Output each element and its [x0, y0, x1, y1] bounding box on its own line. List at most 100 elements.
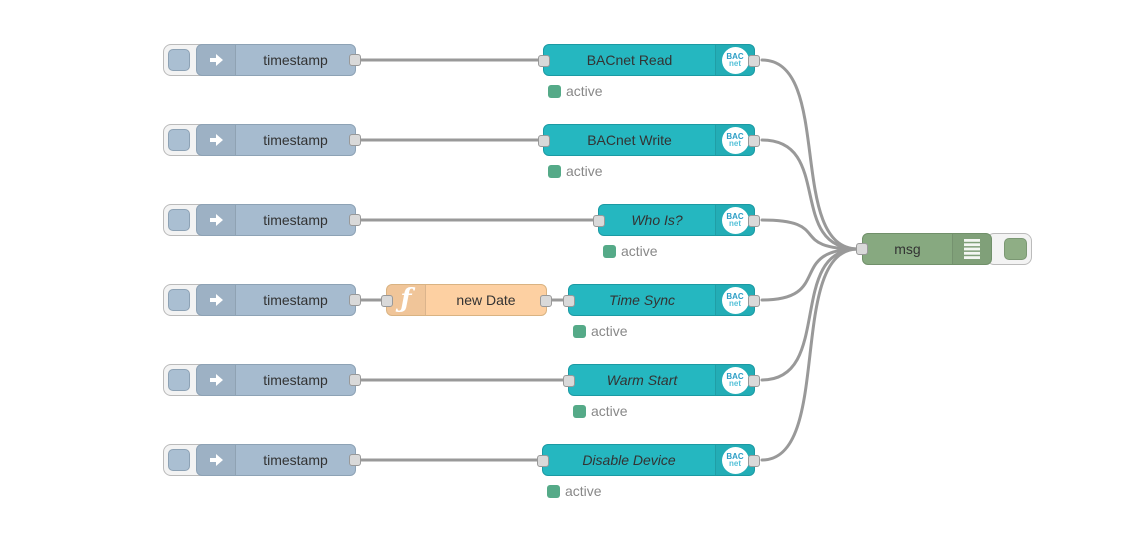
output-port[interactable] [748, 455, 760, 467]
input-port[interactable] [538, 135, 550, 147]
inject-node-label: timestamp [263, 452, 328, 468]
output-port[interactable] [349, 294, 361, 306]
bacnet-node-label: BACnet Read [586, 52, 673, 68]
inject-arrow-icon [197, 125, 236, 155]
debug-node-body[interactable]: msg [862, 233, 992, 265]
input-port[interactable] [381, 295, 393, 307]
function-f-icon: ƒ [387, 285, 426, 315]
inject-button[interactable] [168, 449, 190, 471]
output-port[interactable] [349, 454, 361, 466]
badge-net-text: net [729, 378, 741, 388]
inject-node[interactable]: timestamp [163, 124, 361, 156]
inject-arrow-icon [197, 285, 236, 315]
inject-node[interactable]: timestamp [163, 284, 361, 316]
badge-bac-text: BAC [726, 371, 744, 381]
output-port[interactable] [349, 134, 361, 146]
input-port[interactable] [856, 243, 868, 255]
status-label: active [566, 163, 603, 179]
input-port[interactable] [538, 55, 550, 67]
output-port[interactable] [748, 135, 760, 147]
inject-button[interactable] [168, 369, 190, 391]
status-label: active [591, 323, 628, 339]
inject-node-body[interactable]: timestamp [196, 364, 356, 396]
debug-node[interactable]: msg [856, 233, 1032, 265]
inject-node-body[interactable]: timestamp [196, 284, 356, 316]
input-port[interactable] [563, 375, 575, 387]
node-status: active [573, 323, 628, 339]
status-dot-icon [573, 404, 586, 418]
badge-net-text: net [729, 218, 741, 228]
status-label: active [591, 403, 628, 419]
output-port[interactable] [349, 374, 361, 386]
wire[interactable] [760, 247, 860, 382]
inject-node-label: timestamp [263, 212, 328, 228]
output-port[interactable] [349, 214, 361, 226]
output-port[interactable] [748, 55, 760, 67]
output-port[interactable] [748, 215, 760, 227]
inject-node-label: timestamp [263, 52, 328, 68]
function-node[interactable]: ƒ new Date [381, 284, 552, 316]
inject-button[interactable] [168, 129, 190, 151]
inject-node-body[interactable]: timestamp [196, 124, 356, 156]
wire[interactable] [760, 138, 860, 251]
badge-bac-text: BAC [726, 51, 744, 61]
wire[interactable] [760, 247, 860, 302]
inject-node-body[interactable]: timestamp [196, 204, 356, 236]
node-status: active [548, 163, 603, 179]
bacnet-node-label: Warm Start [606, 372, 678, 388]
inject-node[interactable]: timestamp [163, 364, 361, 396]
inject-button[interactable] [168, 49, 190, 71]
wire[interactable] [760, 247, 860, 462]
function-node-label: new Date [456, 292, 516, 308]
node-status: active [547, 483, 602, 499]
badge-bac-text: BAC [726, 211, 744, 221]
inject-node[interactable]: timestamp [163, 44, 361, 76]
inject-arrow-icon [197, 445, 236, 475]
output-port[interactable] [748, 375, 760, 387]
badge-bac-text: BAC [726, 451, 744, 461]
input-port[interactable] [537, 455, 549, 467]
inject-node[interactable]: timestamp [163, 204, 361, 236]
status-dot-icon [547, 484, 560, 498]
status-label: active [565, 483, 602, 499]
input-port[interactable] [593, 215, 605, 227]
status-dot-icon [603, 244, 616, 258]
input-port[interactable] [563, 295, 575, 307]
inject-arrow-icon [197, 365, 236, 395]
wire[interactable] [760, 218, 860, 251]
bacnet-node-label: Disable Device [582, 452, 676, 468]
inject-node-label: timestamp [263, 372, 328, 388]
node-status: active [603, 243, 658, 259]
status-dot-icon [573, 324, 586, 338]
debug-toggle-button[interactable] [1004, 238, 1027, 260]
inject-node-body[interactable]: timestamp [196, 44, 356, 76]
output-port[interactable] [349, 54, 361, 66]
debug-list-icon [952, 234, 991, 264]
status-label: active [621, 243, 658, 259]
wire[interactable] [760, 58, 860, 251]
inject-button[interactable] [168, 209, 190, 231]
output-port[interactable] [748, 295, 760, 307]
badge-net-text: net [729, 138, 741, 148]
bacnet-node-label: Who Is? [631, 212, 683, 228]
output-port[interactable] [540, 295, 552, 307]
badge-net-text: net [729, 458, 741, 468]
inject-node-body[interactable]: timestamp [196, 444, 356, 476]
inject-button[interactable] [168, 289, 190, 311]
bacnet-node-label: Time Sync [608, 292, 675, 308]
status-dot-icon [548, 84, 561, 98]
inject-node[interactable]: timestamp [163, 444, 361, 476]
debug-node-label: msg [894, 241, 921, 257]
